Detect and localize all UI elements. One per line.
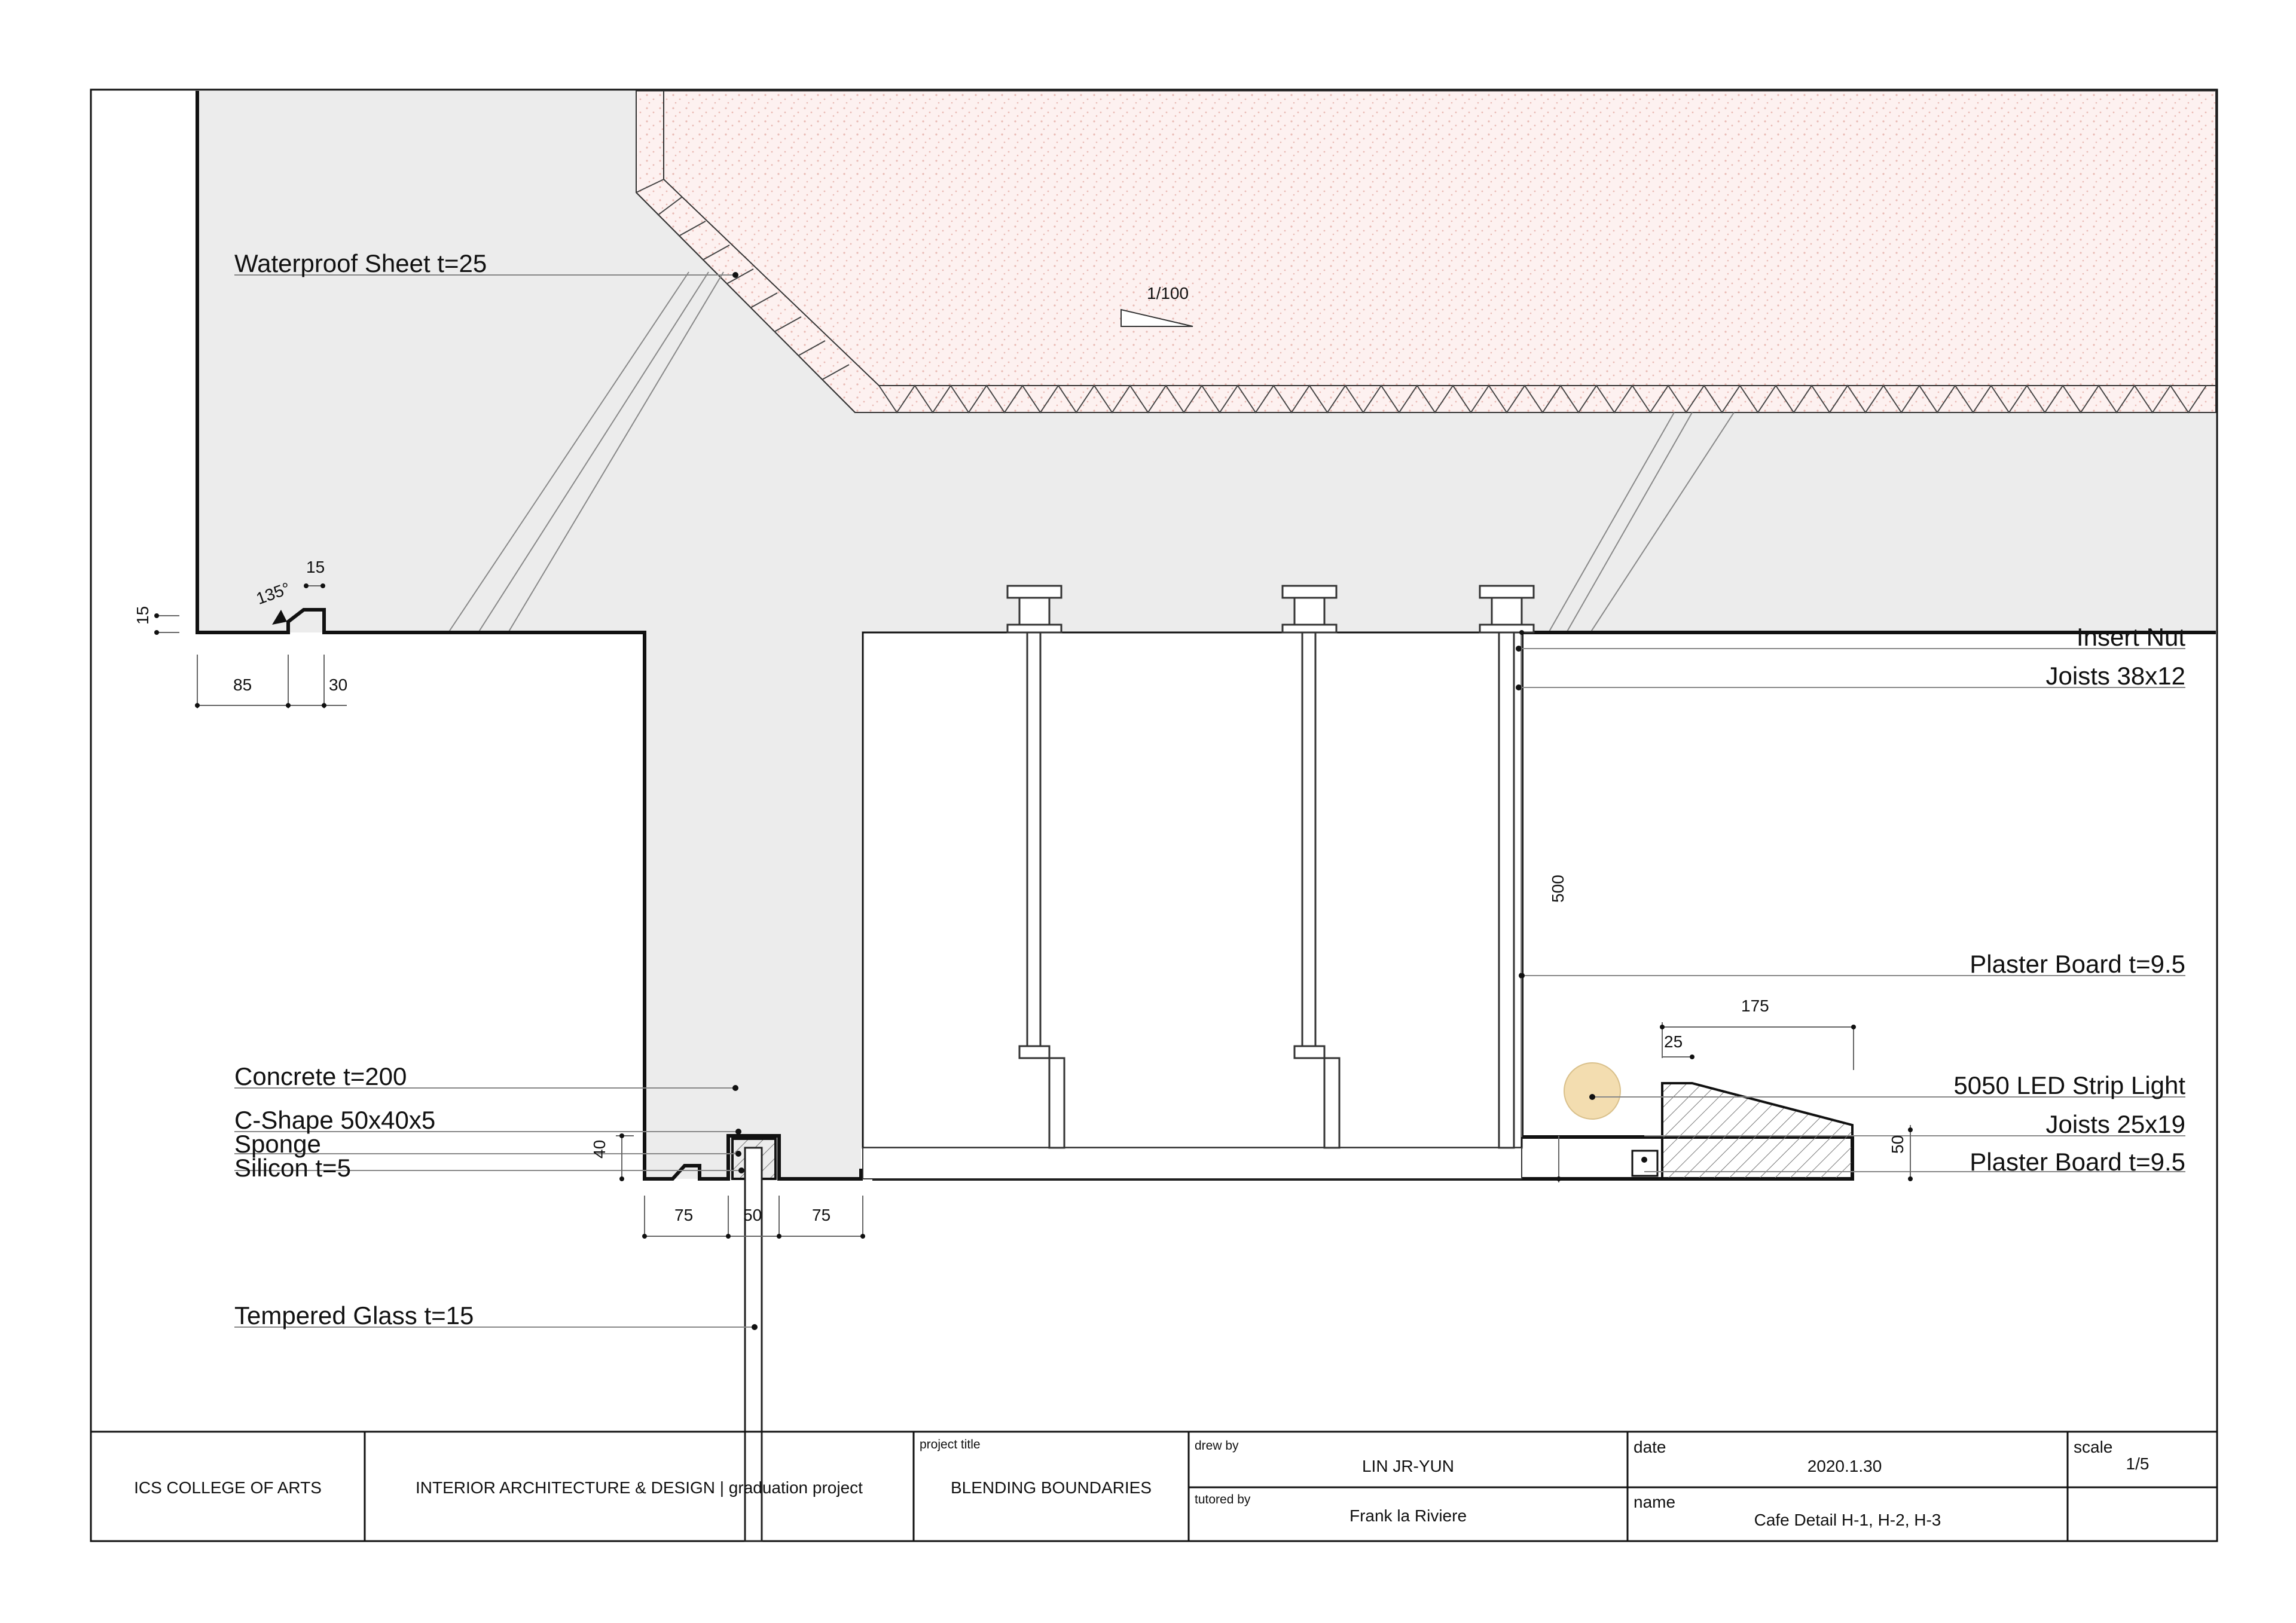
cove-profile (1661, 1082, 1854, 1180)
label-sponge: Sponge (234, 1130, 321, 1158)
tb-project-title: BLENDING BOUNDARIES (951, 1478, 1152, 1497)
label-silicon: Silicon t=5 (234, 1154, 351, 1182)
dim-slope: 1/100 (1147, 284, 1189, 302)
drawing-frame (90, 88, 2218, 1542)
dim-85: 85 (233, 676, 252, 694)
label-waterproof-sheet: Waterproof Sheet t=25 (234, 249, 487, 277)
tb-name-label: name (1634, 1493, 1675, 1511)
dim-175: 175 (1741, 997, 1769, 1015)
material-labels: Waterproof Sheet t=25 Concrete t=200 C-S… (234, 249, 2185, 1329)
tb-date: 2020.1.30 (1808, 1457, 1882, 1475)
dim-50: 50 (743, 1206, 762, 1224)
slope-symbol (1120, 308, 1193, 327)
dim-500: 500 (1549, 875, 1567, 903)
tb-scale: 1/5 (2126, 1454, 2150, 1473)
dimension-labels: 1/100 135° 15 15 85 30 40 75 50 75 500 1… (133, 284, 1907, 1224)
tb-tutored-by-label: tutored by (1195, 1493, 1251, 1506)
tb-scale-label: scale (2074, 1438, 2112, 1456)
concrete-joint-lines (448, 271, 1735, 633)
dim-50-right: 50 (1888, 1135, 1907, 1154)
dim-40: 40 (590, 1140, 609, 1159)
label-insert-nut: Insert Nut (2077, 623, 2185, 651)
waterproof-zigzag (636, 179, 2207, 414)
tb-name: Cafe Detail H-1, H-2, H-3 (1754, 1511, 1941, 1529)
tb-tutored-by: Frank la Riviere (1349, 1506, 1467, 1525)
label-c-shape: C-Shape 50x40x5 (234, 1106, 435, 1134)
tempered-glass (744, 1147, 763, 1542)
title-block: ICS COLLEGE OF ARTS INTERIOR ARCHITECTUR… (91, 1431, 2217, 1541)
ceiling-board-lower (862, 1147, 1522, 1179)
light-box-outline (1520, 632, 1852, 1139)
label-plaster-board-1: Plaster Board t=9.5 (1970, 950, 2185, 978)
insulation-block (636, 90, 2216, 413)
tb-drew-by-label: drew by (1195, 1439, 1239, 1453)
tb-project-title-label: project title (920, 1438, 981, 1451)
label-joists-25x19: Joists 25x19 (2046, 1110, 2185, 1138)
hanger-2 (1281, 585, 1341, 1149)
dim-25: 25 (1664, 1032, 1683, 1051)
dimension-dots (154, 583, 1913, 1239)
dim-75-right: 75 (812, 1206, 831, 1224)
dim-30: 30 (329, 676, 347, 694)
tb-date-label: date (1634, 1438, 1666, 1456)
waterproof-sheet-band (636, 91, 2216, 413)
label-led-strip: 5050 LED Strip Light (1953, 1071, 2185, 1099)
leader-lines (234, 274, 2185, 1328)
tb-school: ICS COLLEGE OF ARTS (134, 1478, 322, 1497)
hanger-1 (1006, 585, 1065, 1149)
tb-program: INTERIOR ARCHITECTURE & DESIGN | graduat… (416, 1478, 863, 1497)
ceiling-cavity (862, 631, 1523, 1149)
tb-drew-by: LIN JR-YUN (1362, 1457, 1454, 1475)
label-plaster-board-2: Plaster Board t=9.5 (1970, 1148, 2185, 1176)
led-strip-light (1564, 1062, 1621, 1120)
label-concrete: Concrete t=200 (234, 1062, 407, 1090)
angle-arrow (272, 610, 287, 625)
hanger-3 (1479, 585, 1535, 1149)
dim-75-left: 75 (674, 1206, 693, 1224)
dim-top-15: 15 (306, 558, 325, 576)
label-joists-38x12: Joists 38x12 (2046, 662, 2185, 690)
dim-left-15: 15 (133, 606, 152, 625)
label-tempered-glass: Tempered Glass t=15 (234, 1301, 474, 1329)
